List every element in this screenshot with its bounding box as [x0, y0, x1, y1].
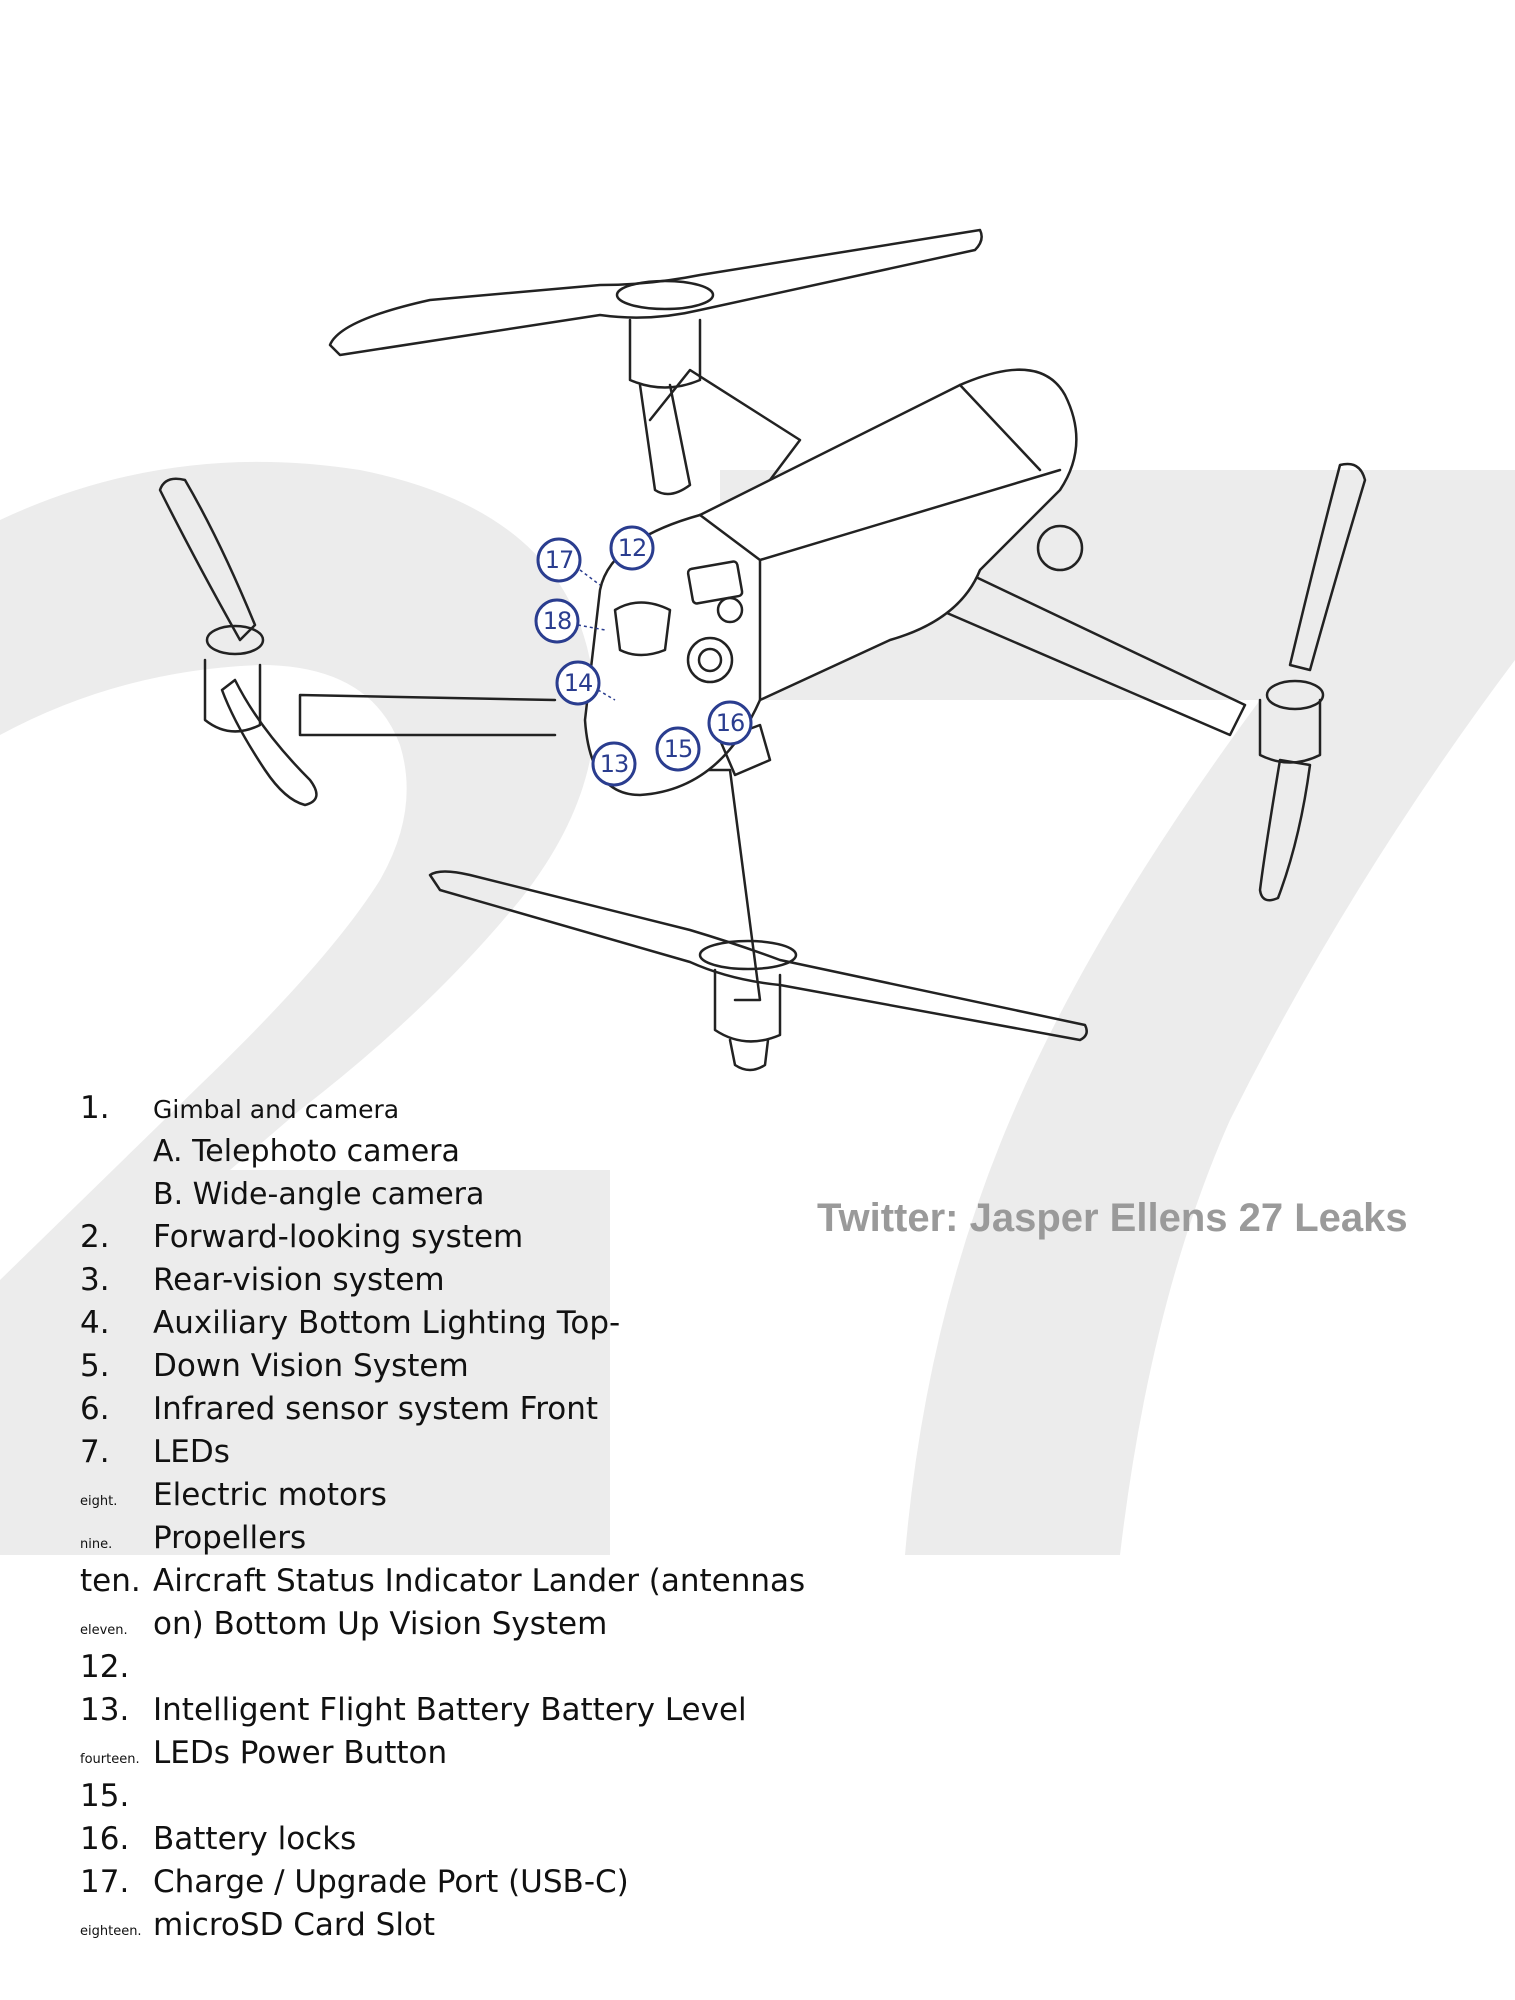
legend-text: Auxiliary Bottom Lighting Top- — [153, 1305, 621, 1341]
legend-subitem: A. Telephoto camera — [153, 1134, 460, 1169]
legend-number: 7. — [80, 1434, 110, 1470]
drone-body — [583, 368, 1078, 797]
callout-14: 14 — [564, 669, 593, 697]
callout-12: 12 — [618, 534, 647, 562]
camera-lens — [686, 636, 734, 684]
legend-text: LEDs Power Button — [153, 1735, 448, 1771]
legend-number: fourteen. — [80, 1752, 140, 1767]
legend-item: 5. Down Vision System — [80, 1345, 805, 1388]
bottom-propeller — [428, 870, 1088, 1042]
callout-17: 17 — [545, 546, 574, 574]
front-left-motor — [203, 658, 262, 733]
callout-18: 18 — [543, 607, 572, 635]
legend-item: 12. — [80, 1646, 805, 1689]
legend-item: 2. Forward-looking system — [80, 1216, 805, 1259]
legend-item: 3. Rear-vision system — [80, 1259, 805, 1302]
legend-text: Infrared sensor system Front — [153, 1391, 599, 1427]
front-right-propeller-top — [1288, 462, 1367, 672]
front-right-arm — [938, 558, 1247, 737]
front-left-arm — [298, 693, 557, 737]
legend-text: microSD Card Slot — [153, 1907, 436, 1943]
legend-number: eight. — [80, 1494, 118, 1509]
legend-item: 13. Intelligent Flight Battery Battery Le… — [80, 1689, 805, 1732]
legend-number: 12. — [80, 1649, 130, 1685]
legend-text: Gimbal and camera — [153, 1095, 400, 1124]
drone-diagram: 17 12 18 14 16 15 13 — [158, 228, 1367, 1072]
front-left-propeller-bottom — [220, 678, 318, 807]
front-right-propeller-bottom — [1258, 758, 1312, 902]
bottom-motor — [713, 968, 782, 1043]
rear-left-propeller — [328, 228, 983, 357]
front-left-propeller-top — [158, 477, 257, 642]
gimbal-camera — [1036, 524, 1084, 572]
legend-number: eleven. — [80, 1623, 128, 1638]
legend-item: eleven. on) Bottom Up Vision System — [80, 1603, 805, 1646]
legend-number: 6. — [80, 1391, 110, 1427]
legend-number: 17. — [80, 1864, 130, 1900]
legend-number: 5. — [80, 1348, 110, 1384]
rear-left-arm — [648, 368, 802, 482]
legend-item: fourteen. LEDs Power Button — [80, 1732, 805, 1775]
legend-item: nine. Propellers — [80, 1517, 805, 1560]
legend-text: Rear-vision system — [153, 1262, 445, 1298]
legend-text: on) Bottom Up Vision System — [153, 1606, 608, 1642]
twitter-credit: Twitter: Jasper Ellens 27 Leaks — [817, 1196, 1408, 1240]
legend-item: 16. Battery locks — [80, 1818, 805, 1861]
parts-legend: 1. Gimbal and camera A. Telephoto camera… — [80, 1087, 805, 1947]
rear-right-arm — [698, 768, 762, 1002]
legend-number: ten. — [80, 1563, 141, 1599]
legend-text: Propellers — [153, 1520, 307, 1556]
legend-text: Electric motors — [153, 1477, 387, 1513]
legend-number: 1. — [80, 1090, 110, 1126]
legend-item: eighteen. microSD Card Slot — [80, 1904, 805, 1947]
legend-number: 16. — [80, 1821, 130, 1857]
callout-16: 16 — [716, 709, 745, 737]
legend-item: ten. Aircraft Status Indicator Lander (an… — [80, 1560, 805, 1603]
legend-number: 2. — [80, 1219, 110, 1255]
legend-number: 13. — [80, 1692, 130, 1728]
legend-text: LEDs — [153, 1434, 230, 1470]
legend-text: Charge / Upgrade Port (USB-C) — [153, 1864, 629, 1900]
legend-item: 7. LEDs — [80, 1431, 805, 1474]
legend-number: 15. — [80, 1778, 130, 1814]
legend-text: Forward-looking system — [153, 1219, 524, 1255]
legend-number: 3. — [80, 1262, 110, 1298]
callout-13: 13 — [600, 750, 629, 778]
legend-text: Down Vision System — [153, 1348, 469, 1384]
rear-left-motor — [628, 318, 702, 389]
legend-text: Battery locks — [153, 1821, 357, 1857]
callout-markers — [534, 525, 753, 787]
legend-item: 15. — [80, 1775, 805, 1818]
legend-number: 4. — [80, 1305, 110, 1341]
legend-item: 4. Auxiliary Bottom Lighting Top- — [80, 1302, 805, 1345]
legend-item: 6. Infrared sensor system Front — [80, 1388, 805, 1431]
legend-text: Intelligent Flight Battery Battery Level — [153, 1692, 747, 1728]
legend-number: nine. — [80, 1537, 113, 1552]
legend-number: eighteen. — [80, 1924, 142, 1939]
legend-subitem: B. Wide-angle camera — [153, 1177, 485, 1212]
legend-item: 1. Gimbal and camera — [80, 1087, 805, 1130]
legend-text: Aircraft Status Indicator Lander (antenn… — [153, 1563, 806, 1599]
legend-item: 17. Charge / Upgrade Port (USB-C) — [80, 1861, 805, 1904]
legend-item: eight. Electric motors — [80, 1474, 805, 1517]
callout-15: 15 — [664, 735, 693, 763]
